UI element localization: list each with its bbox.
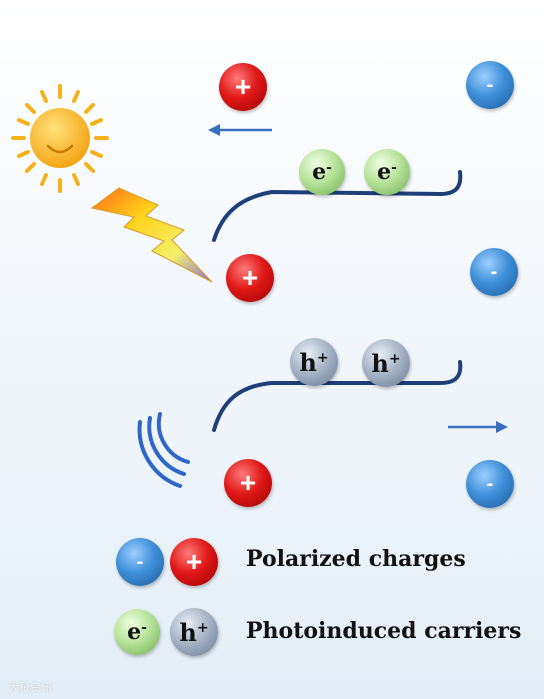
- lightning-bolt-icon: [90, 187, 213, 283]
- band-curve-bottom: [212, 360, 463, 432]
- sun-icon: [11, 84, 109, 193]
- vibration-wave-icon: [137, 412, 190, 488]
- negative-charge-middle: -: [470, 248, 518, 296]
- electron-1: e-: [299, 149, 345, 195]
- legend-positive-charge: +: [170, 538, 218, 586]
- arrow-right: [448, 421, 508, 433]
- negative-charge-bottom: -: [466, 460, 514, 508]
- negative-charge-top: -: [466, 61, 514, 109]
- hole-2: h+: [362, 339, 410, 387]
- electron-2: e-: [364, 149, 410, 195]
- positive-charge-bottom: +: [224, 459, 272, 507]
- positive-charge-top: +: [219, 63, 267, 111]
- hole-1: h+: [290, 338, 338, 386]
- legend-hole: h+: [170, 608, 218, 656]
- legend-polarized-label: Polarized charges: [246, 546, 466, 572]
- legend-negative-charge: -: [116, 538, 164, 586]
- band-curve-top: [212, 170, 463, 242]
- arrow-left: [208, 124, 272, 136]
- watermark: 大鼠资讯: [8, 681, 52, 694]
- positive-charge-middle: +: [226, 254, 274, 302]
- legend-photoinduced-label: Photoinduced carriers: [246, 618, 522, 644]
- legend-electron: e-: [114, 609, 160, 655]
